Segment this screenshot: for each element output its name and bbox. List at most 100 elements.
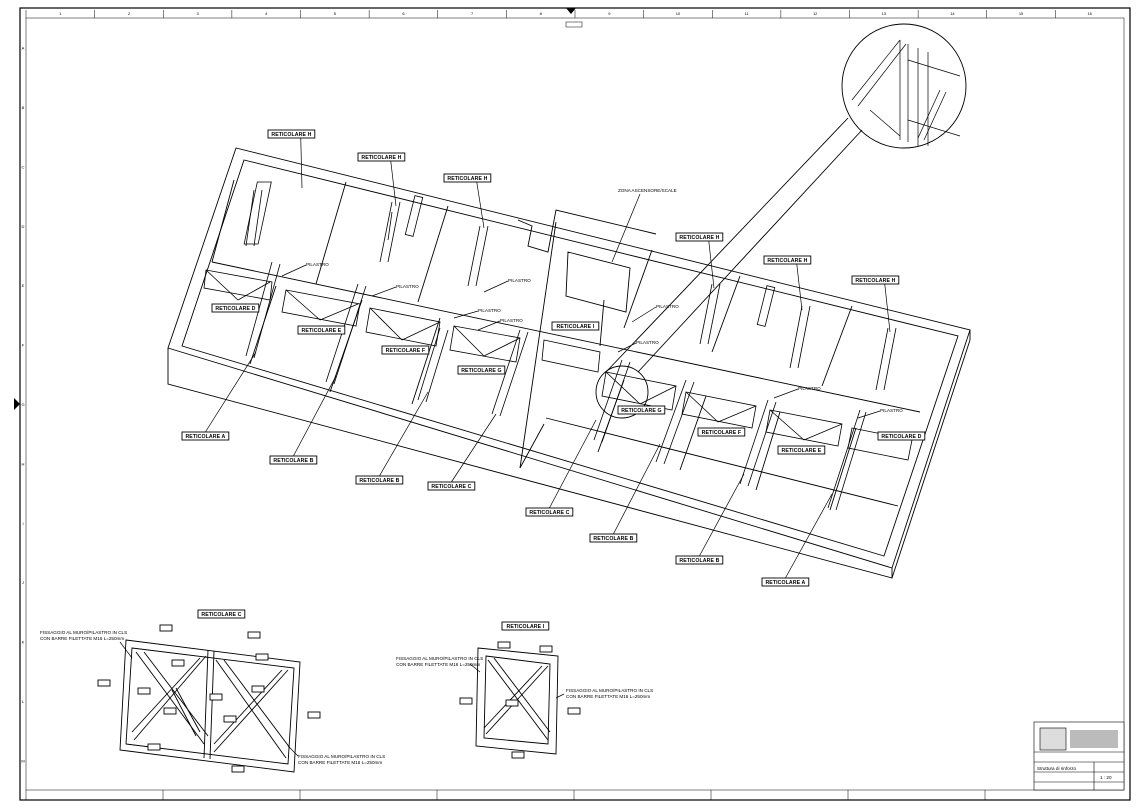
column-number: 11 xyxy=(744,11,749,16)
row-letter: F xyxy=(22,343,25,348)
svg-text:RETICOLARE B: RETICOLARE B xyxy=(273,458,313,464)
svg-text:RETICOLARE I: RETICOLARE I xyxy=(556,324,594,330)
detail-i-note-right: FISSAGGIO AL MURO/PILASTRO IN CLS xyxy=(566,688,653,693)
column-number: 16 xyxy=(1087,11,1092,16)
svg-text:RETICOLARE C: RETICOLARE C xyxy=(431,484,471,490)
truss-h-2 xyxy=(379,201,401,263)
detail-c-labels: RETICOLARE C FISSAGGIO AL MURO/PILASTRO I… xyxy=(40,609,385,773)
leader-line xyxy=(549,419,597,509)
pilastro-label: PILASTRO xyxy=(880,408,903,413)
truss-e-right xyxy=(765,409,843,447)
label-reticolare-h: RETICOLARE H xyxy=(267,129,316,139)
label-reticolare-bottom-right: RETICOLARE A xyxy=(761,577,810,587)
label-reticolare-mid: RETICOLARE I xyxy=(551,321,600,331)
frame-c-middle-post-2 xyxy=(209,650,215,760)
truss-i xyxy=(541,339,601,373)
detail-leader-1 xyxy=(637,129,863,373)
svg-text:RETICOLARE H: RETICOLARE H xyxy=(767,258,807,264)
title-block-text-lines xyxy=(1070,730,1118,748)
leader-line xyxy=(371,286,397,297)
svg-text:RETICOLARE E: RETICOLARE E xyxy=(781,448,821,454)
label-reticolare-mid: RETICOLARE E xyxy=(297,325,346,335)
pilastro-label: PILASTRO xyxy=(508,278,531,283)
slab-right-edge-2 xyxy=(891,339,971,579)
detail-c-note-bottom: FISSAGGIO AL MURO/PILASTRO IN CLS xyxy=(298,754,385,759)
column-number: 5 xyxy=(334,11,337,16)
title-block-scale: 1 : 20 xyxy=(1100,775,1112,780)
detail-c-note-bottom: CON BARRE FILETTATE M16 L=250mm xyxy=(298,760,382,765)
truss-h-5 xyxy=(789,305,811,369)
column-number: 1 xyxy=(59,11,62,16)
row-letter: A xyxy=(22,46,25,51)
label-reticolare-bottom-right: RETICOLARE B xyxy=(675,555,724,565)
svg-text:RETICOLARE B: RETICOLARE B xyxy=(359,478,399,484)
leader-line xyxy=(281,264,307,277)
detail-reticolare-c xyxy=(119,639,301,773)
bottom-ruler xyxy=(25,790,986,800)
leader-line xyxy=(483,280,509,293)
label-reticolare-bottom-left: RETICOLARE A xyxy=(181,431,230,441)
label-reticolare-mid: RETICOLARE D xyxy=(211,303,260,313)
leader-line xyxy=(773,388,799,399)
row-letter: J xyxy=(22,580,24,585)
row-letter: K xyxy=(22,640,25,645)
leader-line xyxy=(453,310,479,319)
part-tag xyxy=(159,624,173,632)
column-number: 9 xyxy=(608,11,611,16)
part-tag xyxy=(497,641,511,649)
detail-c-note-top: FISSAGGIO AL MURO/PILASTRO IN CLS xyxy=(40,630,127,635)
column-number: 15 xyxy=(1019,11,1024,16)
callout-labels: RETICOLARE H RETICOLARE H RETICOLARE H RETI… xyxy=(181,129,926,587)
leader-line xyxy=(293,375,337,457)
detail-truss xyxy=(851,39,961,146)
truss-h-1 xyxy=(243,181,272,247)
part-tag xyxy=(137,687,151,695)
row-letter: H xyxy=(22,461,25,466)
leader-line xyxy=(857,410,881,419)
leader-line xyxy=(119,641,133,659)
row-letter: I xyxy=(22,521,23,526)
label-reticolare-mid: RETICOLARE G xyxy=(457,365,506,375)
label-reticolare-bottom-left: RETICOLARE C xyxy=(427,481,476,491)
title-block xyxy=(1033,721,1125,791)
truss-f-left xyxy=(365,307,441,347)
frame-c-outline xyxy=(119,639,301,773)
frame-i-inner xyxy=(483,655,551,745)
label-reticolare-h: RETICOLARE H xyxy=(763,255,812,265)
label-reticolare-mid: RETICOLARE E xyxy=(777,445,826,455)
pilastro-label: PILASTRO xyxy=(396,284,419,289)
row-letter: D xyxy=(22,224,25,229)
part-tag xyxy=(459,697,473,705)
detail-c-note-top: CON BARRE FILETTATE M16 L=250mm xyxy=(40,636,124,641)
frame-i-outline xyxy=(475,647,559,755)
svg-text:RETICOLARE I: RETICOLARE I xyxy=(506,624,544,630)
detail-magnifier xyxy=(595,23,967,419)
label-reticolare-mid: RETICOLARE G xyxy=(617,405,666,415)
svg-text:RETICOLARE C: RETICOLARE C xyxy=(529,510,569,516)
column-number: 4 xyxy=(265,11,268,16)
part-tag xyxy=(505,699,519,707)
frame-i-diagonals xyxy=(483,657,551,741)
frame-c-inner xyxy=(125,647,295,765)
title-block-project: Struttura di rinforzo xyxy=(1037,766,1077,771)
leader-line xyxy=(708,240,715,289)
sheet-code-box xyxy=(565,21,583,28)
svg-text:RETICOLARE B: RETICOLARE B xyxy=(593,536,633,542)
frame-c-middle-post xyxy=(203,649,209,759)
column-number: 7 xyxy=(471,11,474,16)
label-reticolare-h: RETICOLARE H xyxy=(443,173,492,183)
truss-g-left xyxy=(449,325,521,363)
leader-line xyxy=(390,160,397,207)
part-tag xyxy=(97,679,111,687)
column-number: 14 xyxy=(950,11,955,16)
label-reticolare-h: RETICOLARE H xyxy=(675,232,724,242)
svg-text:RETICOLARE C: RETICOLARE C xyxy=(201,612,241,618)
pilastro-label: PILASTRO xyxy=(636,340,659,345)
floor-inner-outline xyxy=(181,159,959,557)
column-number: 12 xyxy=(813,11,818,16)
pilastro-label: PILASTRO xyxy=(478,308,501,313)
leader-line xyxy=(476,181,485,229)
leader-line xyxy=(785,493,833,579)
